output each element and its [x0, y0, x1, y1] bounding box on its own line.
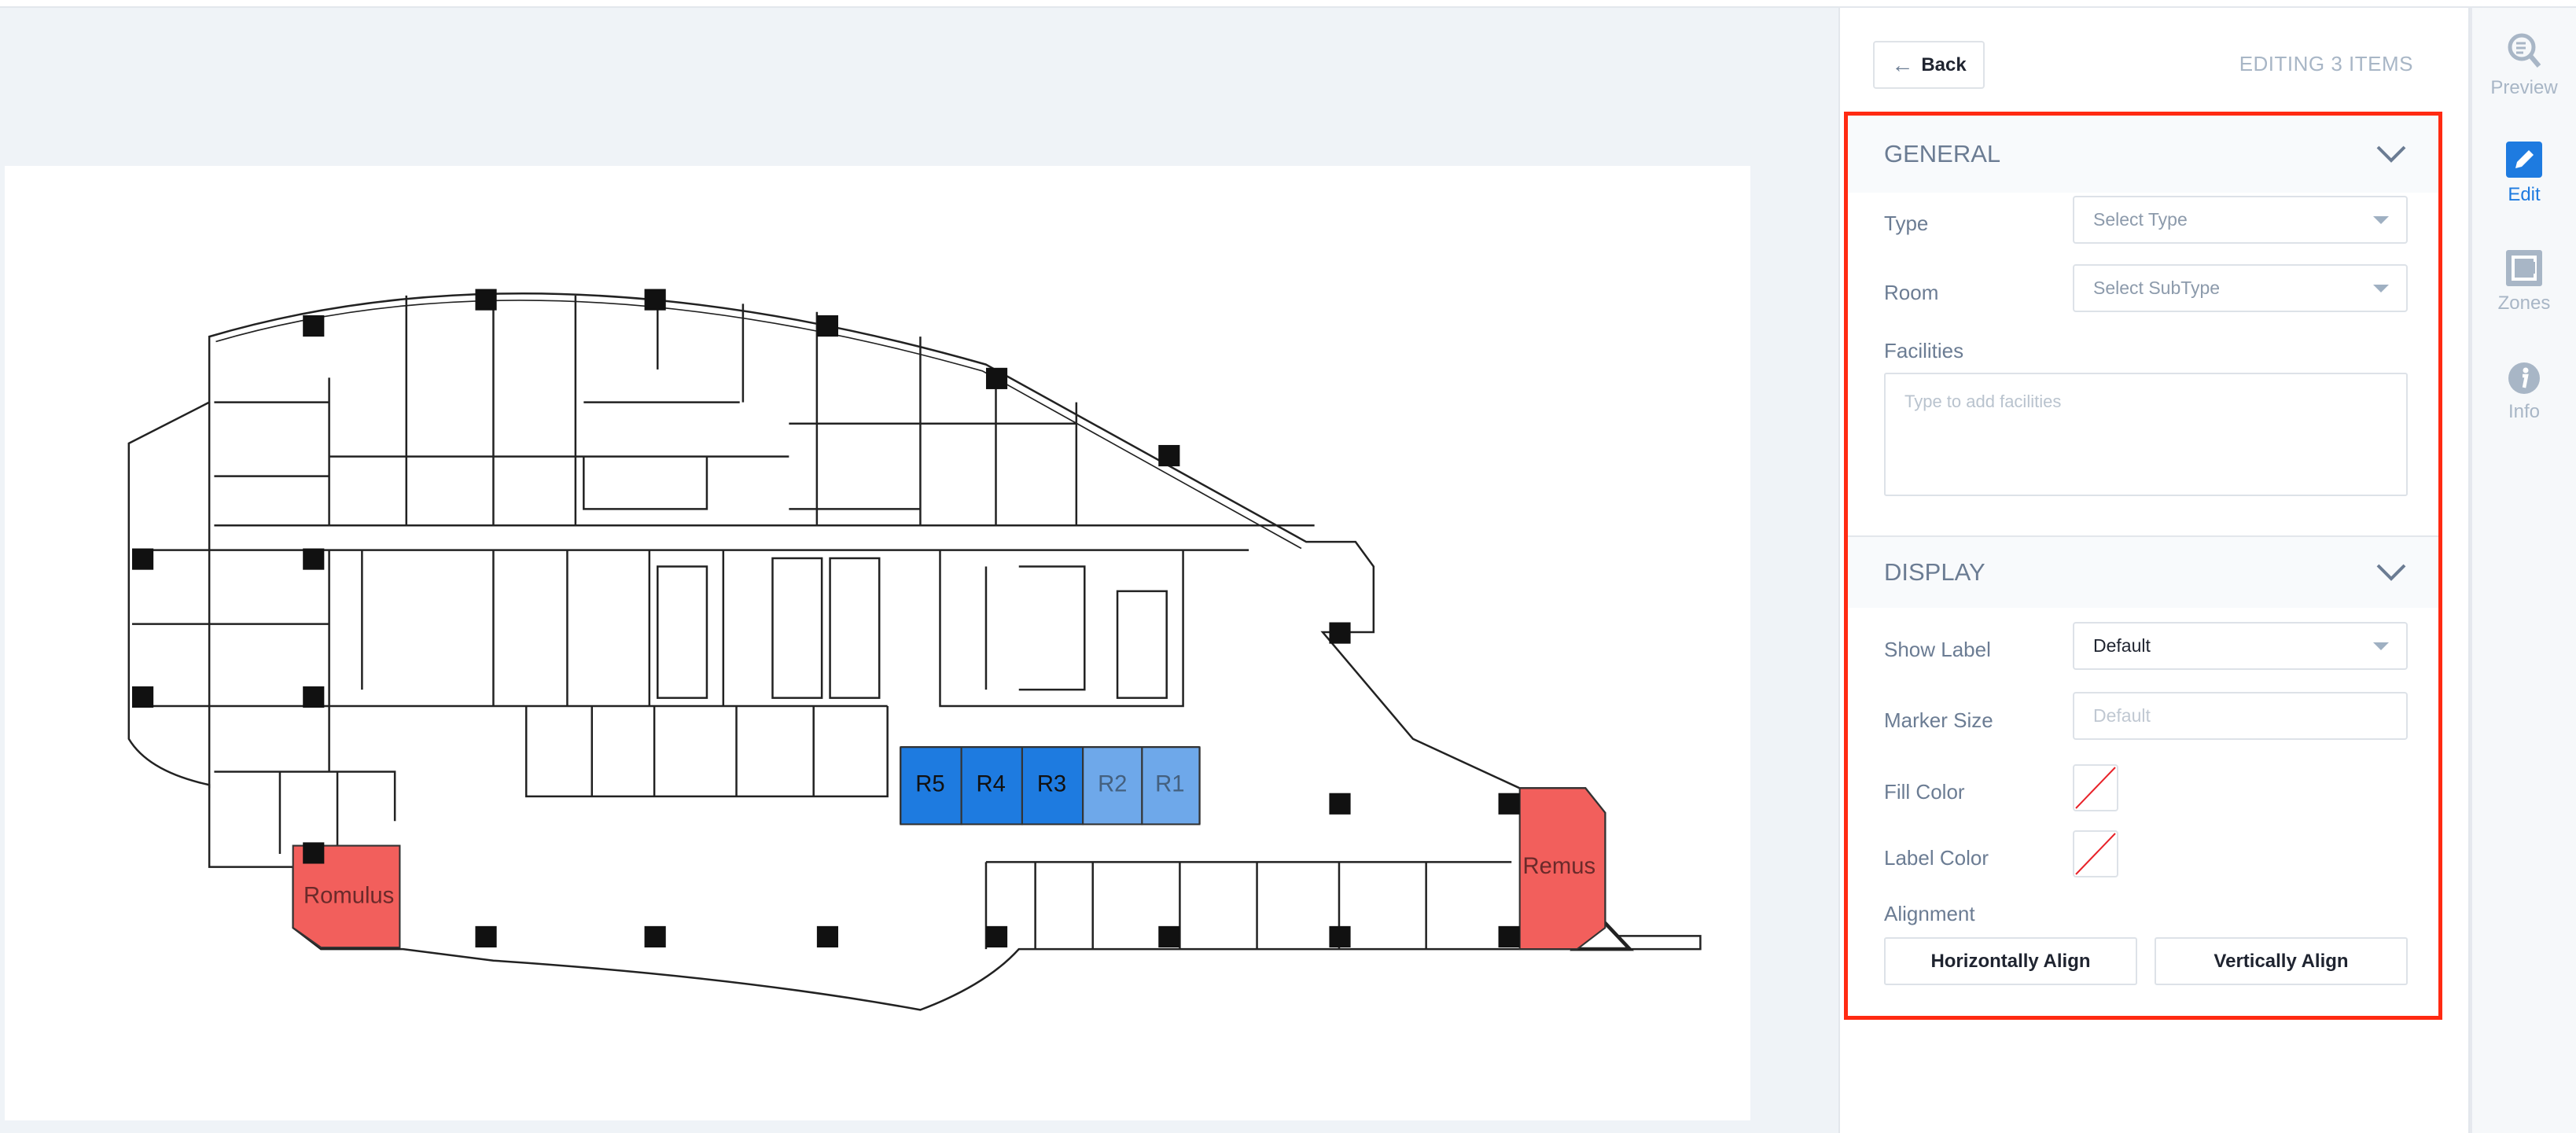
- pillar: [303, 315, 325, 337]
- room-labels: R5 R4 R3 R2 R1 Romulus Remus: [304, 772, 1595, 909]
- show-label-value: Default: [2093, 635, 2151, 656]
- pillar: [1498, 793, 1520, 815]
- pillar: [131, 686, 154, 708]
- properties-section: GENERAL Type Select Type Room Select Sub…: [1844, 112, 2442, 1020]
- facilities-input[interactable]: Type to add facilities: [1884, 373, 2408, 496]
- type-select[interactable]: Select Type: [2073, 196, 2408, 244]
- back-label: Back: [1921, 53, 1967, 75]
- horizontally-align-button[interactable]: Horizontally Align: [1884, 937, 2137, 985]
- display-title: DISPLAY: [1884, 558, 1985, 586]
- rail-preview-label: Preview: [2490, 77, 2558, 98]
- pillar: [1329, 793, 1351, 815]
- alignment-label: Alignment: [1884, 902, 1975, 925]
- general-title: GENERAL: [1884, 140, 2001, 167]
- pillar: [644, 289, 666, 311]
- room-label-r2: R2: [1098, 772, 1127, 797]
- rail-info-label: Info: [2508, 401, 2541, 422]
- type-label: Type: [1884, 212, 1929, 235]
- pillar: [816, 315, 839, 337]
- type-select-placeholder: Select Type: [2093, 209, 2188, 230]
- arrow-left-icon: ←: [1891, 52, 1914, 77]
- pillar: [131, 548, 154, 570]
- show-label-label: Show Label: [1884, 638, 1991, 661]
- zones-icon: [2506, 250, 2542, 286]
- pillar: [303, 686, 325, 708]
- no-color-icon: [2075, 833, 2116, 875]
- room-label-r5: R5: [915, 772, 944, 797]
- room-select-placeholder: Select SubType: [2093, 278, 2221, 298]
- fill-color-swatch[interactable]: [2073, 764, 2118, 811]
- pillar: [475, 925, 497, 948]
- editing-count: EDITING 3 ITEMS: [2239, 52, 2413, 75]
- rail-info[interactable]: Info: [2472, 362, 2576, 423]
- marker-size-placeholder: Default: [2093, 705, 2151, 726]
- selected-rooms: [292, 746, 1606, 951]
- room-label-r4: R4: [977, 772, 1006, 797]
- edit-icon: [2506, 142, 2542, 178]
- section-divider: [1848, 535, 2438, 537]
- room-romulus[interactable]: [292, 844, 401, 949]
- label-color-label: Label Color: [1884, 846, 1989, 870]
- info-icon: [2508, 362, 2540, 394]
- room-label-romulus: Romulus: [304, 884, 394, 909]
- rail-zones-label: Zones: [2497, 292, 2551, 314]
- pillar: [1329, 622, 1351, 644]
- room-r3[interactable]: [1021, 746, 1084, 826]
- side-rail: Preview Edit Zones Info: [2470, 8, 2576, 1133]
- rail-preview[interactable]: Preview: [2472, 31, 2576, 99]
- room-label-r3: R3: [1037, 772, 1066, 797]
- room-label-r1: R1: [1155, 772, 1184, 797]
- pillars: [131, 289, 1520, 948]
- marker-size-label: Marker Size: [1884, 708, 1993, 732]
- caret-down-icon: [2373, 215, 2389, 224]
- no-color-icon: [2075, 767, 2116, 809]
- room-select[interactable]: Select SubType: [2073, 264, 2408, 312]
- back-button[interactable]: ← Back: [1873, 41, 1985, 89]
- rail-edit-label: Edit: [2508, 184, 2541, 205]
- label-color-swatch[interactable]: [2073, 830, 2118, 877]
- floorplan-canvas[interactable]: [5, 166, 1750, 1120]
- top-border: [0, 0, 2576, 8]
- show-label-select[interactable]: Default: [2073, 622, 2408, 670]
- pillar: [1498, 925, 1520, 948]
- caret-down-icon: [2373, 642, 2389, 650]
- fill-color-label: Fill Color: [1884, 780, 1965, 804]
- pillar: [644, 925, 666, 948]
- rail-edit[interactable]: Edit: [2472, 142, 2576, 206]
- general-header[interactable]: GENERAL: [1848, 116, 2438, 193]
- preview-icon: [2508, 33, 2541, 68]
- chevron-down-icon[interactable]: [2375, 144, 2407, 164]
- display-header[interactable]: DISPLAY: [1848, 537, 2438, 608]
- room-label: Room: [1884, 281, 1939, 304]
- vertically-align-button[interactable]: Vertically Align: [2155, 937, 2408, 985]
- facilities-label: Facilities: [1884, 339, 1964, 362]
- pillar: [1158, 444, 1180, 467]
- room-r1[interactable]: [1141, 746, 1201, 826]
- pillar: [303, 842, 325, 864]
- pillar: [1329, 925, 1351, 948]
- room-r5[interactable]: [900, 746, 962, 826]
- floorplan[interactable]: R5 R4 R3 R2 R1 Romulus Remus: [0, 0, 1750, 1133]
- room-r4[interactable]: [960, 746, 1023, 826]
- marker-size-input[interactable]: Default: [2073, 692, 2408, 740]
- rail-zones[interactable]: Zones: [2472, 250, 2576, 315]
- pillar: [816, 925, 839, 948]
- pillar: [1158, 925, 1180, 948]
- pillar: [985, 367, 1008, 389]
- pillar: [475, 289, 497, 311]
- pillar: [985, 925, 1008, 948]
- room-label-remus: Remus: [1523, 854, 1596, 879]
- facilities-placeholder: Type to add facilities: [1904, 392, 2062, 411]
- caret-down-icon: [2373, 284, 2389, 292]
- room-remus[interactable]: [1518, 787, 1606, 951]
- chevron-down-icon[interactable]: [2375, 562, 2407, 583]
- pillar: [303, 548, 325, 570]
